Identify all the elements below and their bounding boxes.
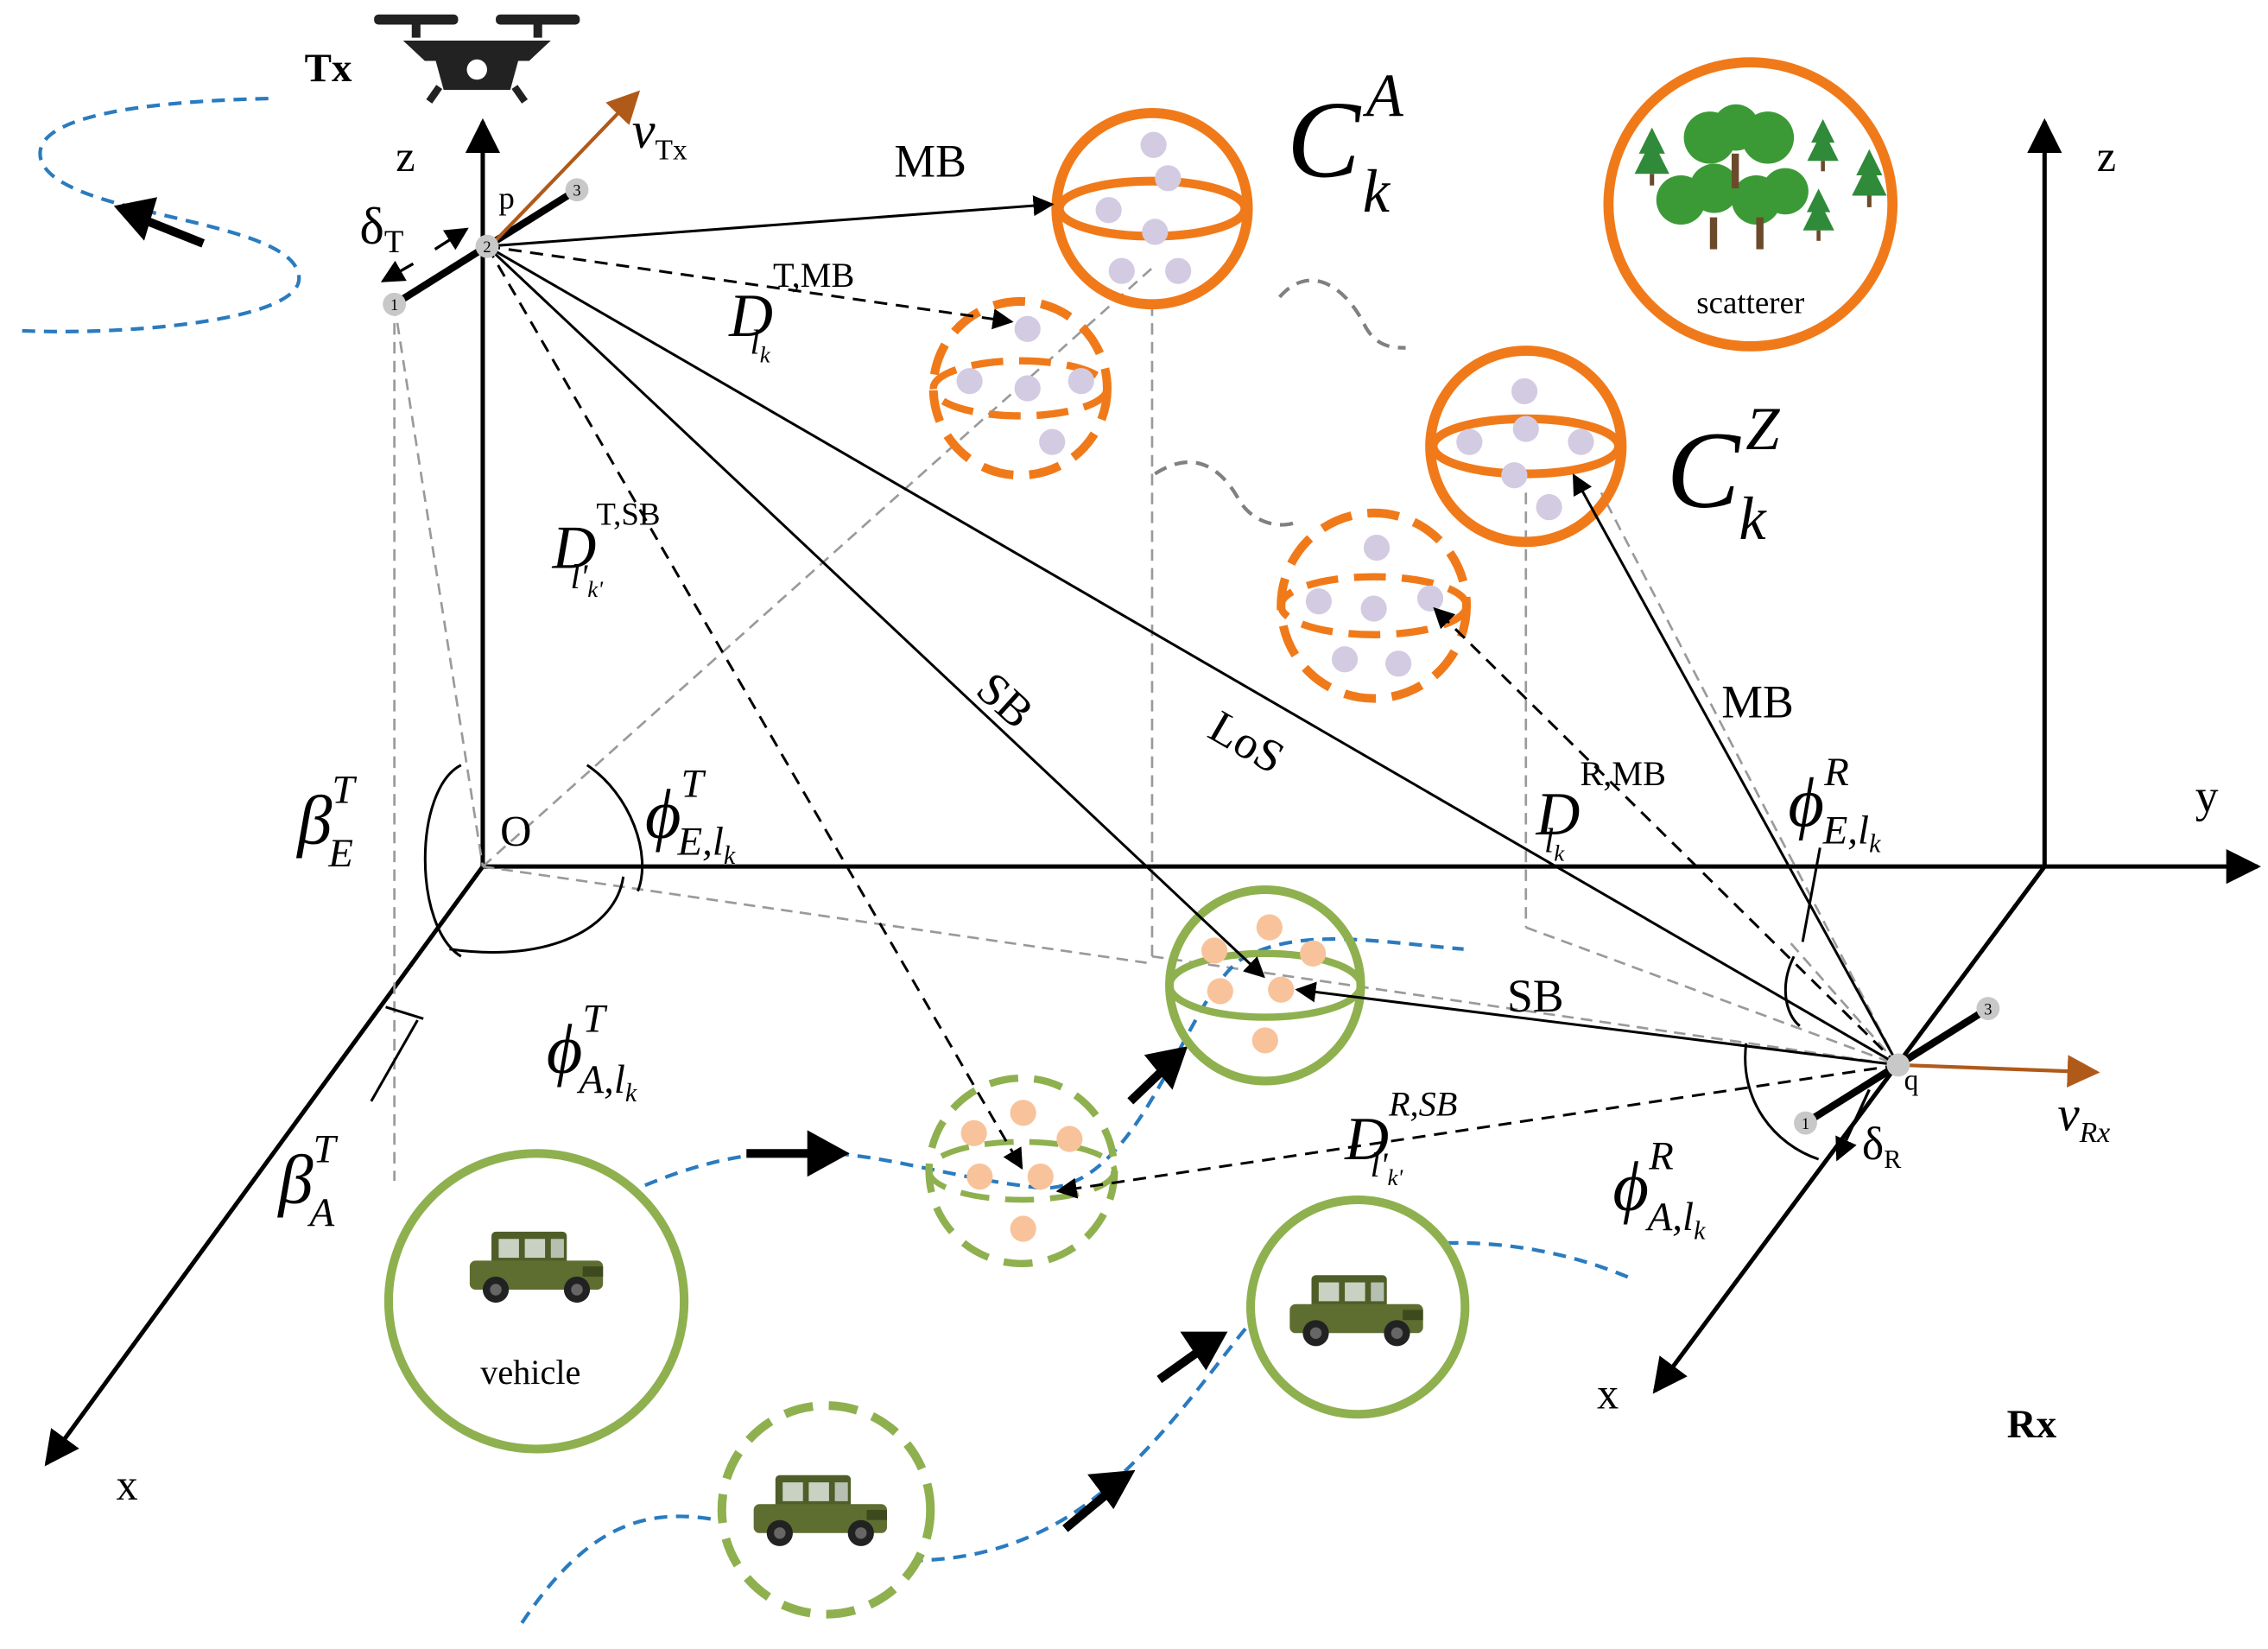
rx-label: Rx [2007,1402,2057,1447]
tx-reference-point-label: p [498,181,514,216]
right-coordinate-axes [1652,117,2062,1394]
tx-antenna-array: 1 2 3 [380,90,641,316]
cluster-link-squiggles [1154,278,1406,527]
rx-reference-point-label: q [1904,1064,1919,1096]
y-axis-label: y [2195,770,2219,821]
projection-lines [393,267,1900,1182]
scatterer-legend: scatterer [1603,57,1898,352]
tx-label: Tx [305,46,352,91]
diagram-labels: Tx Rx z z x x y O p q vTx vRx δT δR MB M… [117,46,2219,1509]
origin-label: O [500,808,531,856]
z-axis-label: z [2097,132,2116,181]
mb-link-label: MB [894,136,966,187]
rx-velocity-label: vRx [2057,1087,2110,1148]
angle-arcs [370,764,1821,1161]
sb-link-label: SB [967,662,1044,739]
vehicle-current [1246,1195,1470,1419]
vehicle-label: vehicle [480,1353,580,1392]
rx-antenna-array: 1 3 [1794,997,2100,1162]
vehicle-previous [717,1401,935,1619]
x-axis-label: x [117,1461,138,1509]
z-axis-label: z [396,132,415,181]
tx-antenna-spacing-label: δT [359,198,403,259]
antenna-label: 1 [1802,1115,1809,1132]
mb-link-label: MB [1721,675,1794,727]
drone-icon [374,14,580,104]
vehicle-legend: vehicle [383,1149,689,1454]
antenna-label: 3 [573,181,580,199]
cluster-sb-ground [1165,885,1365,1086]
cluster-sb-ground-previous [925,1074,1118,1267]
antenna-label: 1 [390,296,398,314]
antenna-label: 3 [1984,1000,1992,1018]
antenna-label: 2 [483,238,491,256]
los-link-label: LoS [1201,701,1293,784]
scatterer-label: scatterer [1696,284,1804,320]
sb-link-label: SB [1507,970,1564,1022]
cluster-cz-previous [1277,508,1472,703]
tree-cluster-icon [1634,104,1887,250]
propagation-links [485,195,1900,1199]
cluster-ca [1051,107,1253,310]
left-coordinate-axes [44,117,2261,1467]
x-axis-label: x [1597,1370,1619,1418]
cluster-ca-previous [928,296,1112,480]
rx-antenna-spacing-label: δR [1862,1118,1902,1174]
mobility-direction-arrows [113,197,1228,1532]
tx-velocity-label: vTx [632,102,687,166]
cluster-cz [1425,346,1627,548]
